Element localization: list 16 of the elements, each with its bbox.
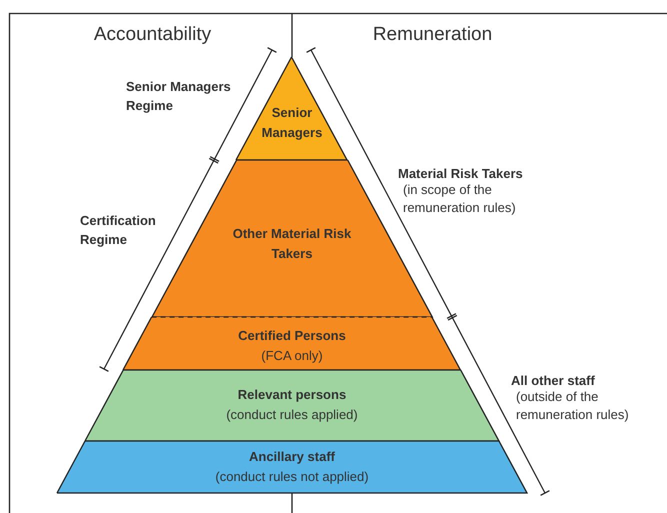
bracket-label: All other staff [511, 372, 596, 390]
band-title: Other Material Risk Takers [232, 225, 352, 263]
band-note: (conduct rules not applied) [215, 468, 369, 486]
band-title: Ancillary staff [249, 448, 335, 466]
bracket-label: Senior Managers Regime [126, 78, 232, 115]
column-heading: Accountability [92, 23, 212, 47]
band-title: Senior Managers [260, 104, 324, 142]
band-title: Certified Persons [238, 327, 346, 345]
band-note: (conduct rules applied) [226, 406, 358, 424]
bracket-label: Certification Regime [80, 212, 157, 249]
band-note: (FCA only) [261, 347, 323, 365]
bracket-label: Material Risk Takers [398, 165, 524, 183]
bracket-label: (in scope of the remuneration rules) [403, 181, 517, 217]
bracket-label: (outside of the remuneration rules) [516, 388, 630, 424]
column-heading: Remuneration [372, 23, 494, 47]
band-title: Relevant persons [238, 386, 346, 404]
